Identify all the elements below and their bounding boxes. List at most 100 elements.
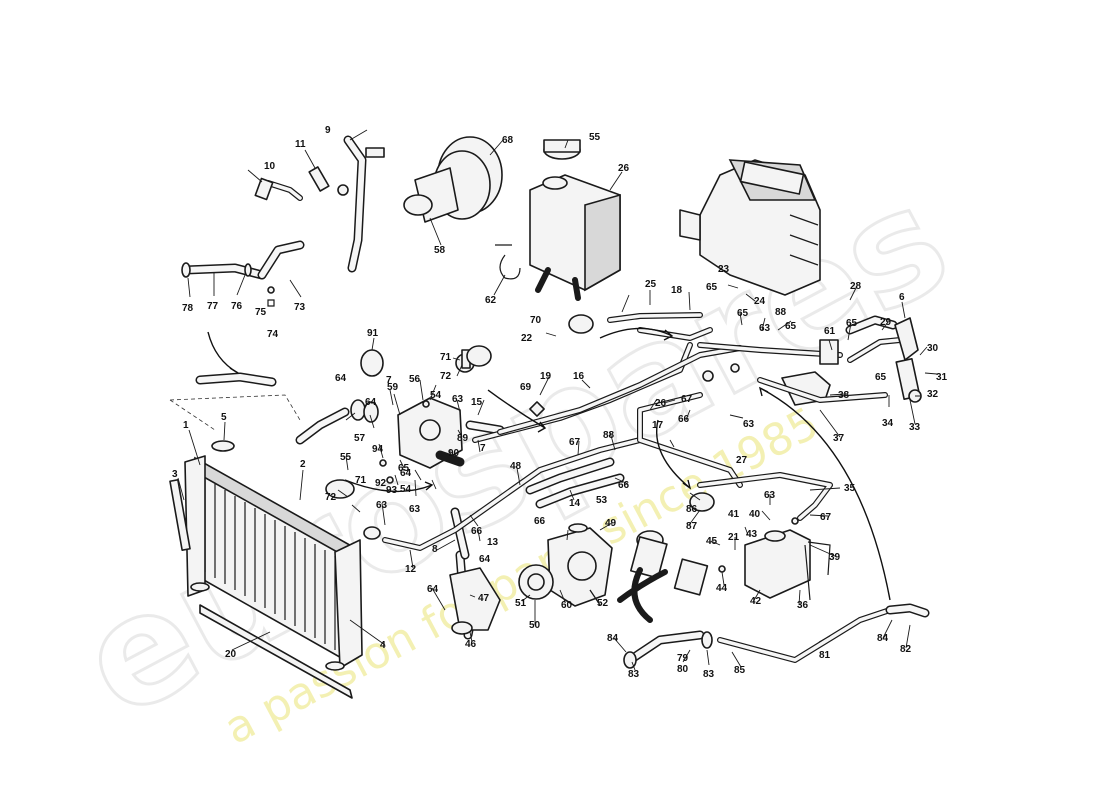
callout-31[interactable]: 31 (936, 372, 948, 383)
callout-7a[interactable]: 7 (386, 375, 392, 386)
callout-5[interactable]: 5 (221, 412, 227, 423)
callout-91[interactable]: 91 (367, 328, 379, 339)
callout-62[interactable]: 62 (485, 295, 497, 306)
callout-66b[interactable]: 66 (618, 480, 630, 491)
callout-29[interactable]: 29 (880, 317, 892, 328)
callout-26a[interactable]: 26 (618, 163, 630, 174)
callout-87[interactable]: 87 (686, 521, 698, 532)
callout-32[interactable]: 32 (927, 389, 939, 400)
callout-49[interactable]: 49 (605, 518, 617, 529)
callout-27[interactable]: 27 (736, 455, 748, 466)
callout-84b[interactable]: 84 (877, 633, 889, 644)
callout-64d[interactable]: 64 (479, 554, 491, 565)
callout-77[interactable]: 77 (207, 301, 219, 312)
callout-17[interactable]: 17 (652, 420, 664, 431)
callout-30[interactable]: 30 (927, 343, 939, 354)
callout-21[interactable]: 21 (728, 532, 740, 543)
callout-45[interactable]: 45 (706, 536, 718, 547)
callout-83a[interactable]: 83 (628, 669, 640, 680)
callout-64b[interactable]: 64 (365, 397, 377, 408)
callout-20[interactable]: 20 (225, 649, 237, 660)
callout-56[interactable]: 56 (409, 374, 421, 385)
callout-12[interactable]: 12 (405, 564, 417, 575)
callout-37[interactable]: 37 (833, 433, 845, 444)
callout-38[interactable]: 38 (838, 390, 850, 401)
callout-86[interactable]: 86 (686, 504, 698, 515)
callout-72b[interactable]: 72 (325, 492, 337, 503)
callout-40[interactable]: 40 (749, 509, 761, 520)
callout-63c[interactable]: 63 (409, 504, 421, 515)
callout-80[interactable]: 80 (677, 664, 689, 675)
callout-6[interactable]: 6 (899, 292, 905, 303)
callout-57[interactable]: 57 (354, 433, 366, 444)
callout-50[interactable]: 50 (529, 620, 541, 631)
callout-71a[interactable]: 71 (440, 352, 452, 363)
callout-16[interactable]: 16 (573, 371, 585, 382)
callout-90[interactable]: 90 (448, 448, 460, 459)
callout-10[interactable]: 10 (264, 161, 276, 172)
callout-24[interactable]: 24 (754, 296, 766, 307)
callout-63d[interactable]: 63 (759, 323, 771, 334)
callout-28[interactable]: 28 (850, 281, 862, 292)
callout-25[interactable]: 25 (645, 279, 657, 290)
callout-67b[interactable]: 67 (569, 437, 581, 448)
callout-1[interactable]: 1 (183, 420, 189, 431)
callout-19[interactable]: 19 (540, 371, 552, 382)
callout-76[interactable]: 76 (231, 301, 243, 312)
callout-61[interactable]: 61 (824, 326, 836, 337)
callout-55a[interactable]: 55 (589, 132, 601, 143)
callout-18[interactable]: 18 (671, 285, 683, 296)
callout-79[interactable]: 79 (677, 653, 689, 664)
callout-46[interactable]: 46 (465, 639, 477, 650)
callout-13[interactable]: 13 (487, 537, 499, 548)
callout-43[interactable]: 43 (746, 529, 758, 540)
callout-94[interactable]: 94 (372, 444, 384, 455)
callout-74[interactable]: 74 (267, 329, 279, 340)
callout-55b[interactable]: 55 (340, 452, 352, 463)
callout-72a[interactable]: 72 (440, 371, 452, 382)
callout-41[interactable]: 41 (728, 509, 740, 520)
callout-92[interactable]: 92 (375, 478, 387, 489)
callout-39[interactable]: 39 (829, 552, 841, 563)
callout-64a[interactable]: 64 (335, 373, 347, 384)
callout-88b[interactable]: 88 (603, 430, 615, 441)
callout-4[interactable]: 4 (380, 640, 386, 651)
callout-48[interactable]: 48 (510, 461, 522, 472)
callout-7b[interactable]: 7 (480, 443, 486, 454)
callout-89[interactable]: 89 (457, 433, 469, 444)
callout-9[interactable]: 9 (325, 125, 331, 136)
callout-67a[interactable]: 67 (681, 394, 693, 405)
callout-84a[interactable]: 84 (607, 633, 619, 644)
callout-15[interactable]: 15 (471, 397, 483, 408)
callout-63e[interactable]: 63 (743, 419, 755, 430)
callout-67c[interactable]: 67 (820, 512, 832, 523)
callout-75[interactable]: 75 (255, 307, 267, 318)
callout-65b[interactable]: 65 (737, 308, 749, 319)
callout-14[interactable]: 14 (569, 498, 581, 509)
callout-42[interactable]: 42 (750, 596, 762, 607)
callout-69[interactable]: 69 (520, 382, 532, 393)
callout-63a[interactable]: 63 (452, 394, 464, 405)
callout-26b[interactable]: 26 (655, 398, 667, 409)
callout-54a[interactable]: 54 (430, 390, 442, 401)
callout-81[interactable]: 81 (819, 650, 831, 661)
callout-71b[interactable]: 71 (355, 475, 367, 486)
callout-66d[interactable]: 66 (471, 526, 483, 537)
callout-65c[interactable]: 65 (785, 321, 797, 332)
callout-2[interactable]: 2 (300, 459, 306, 470)
callout-59[interactable]: 59 (387, 382, 399, 393)
callout-53[interactable]: 53 (596, 495, 608, 506)
callout-58[interactable]: 58 (434, 245, 446, 256)
callout-36[interactable]: 36 (797, 600, 809, 611)
callout-44[interactable]: 44 (716, 583, 728, 594)
callout-83b[interactable]: 83 (703, 669, 715, 680)
callout-85[interactable]: 85 (734, 665, 746, 676)
callout-33[interactable]: 33 (909, 422, 921, 433)
callout-73[interactable]: 73 (294, 302, 306, 313)
callout-8[interactable]: 8 (432, 544, 438, 555)
callout-23[interactable]: 23 (718, 264, 730, 275)
callout-70[interactable]: 70 (530, 315, 542, 326)
callout-66c[interactable]: 66 (534, 516, 546, 527)
callout-82[interactable]: 82 (900, 644, 912, 655)
callout-52[interactable]: 52 (597, 598, 609, 609)
